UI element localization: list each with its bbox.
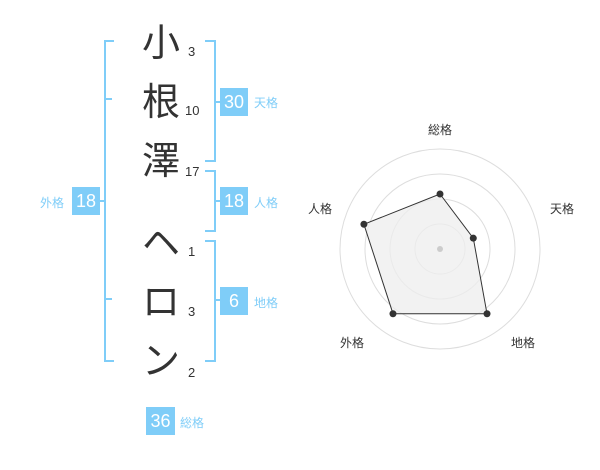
chikaku-bracket <box>205 240 216 362</box>
stroke-count-3: 17 <box>185 164 200 179</box>
radar-grid-ring <box>364 173 516 325</box>
stroke-count-1: 3 <box>188 44 196 59</box>
tenkaku-connector <box>215 101 221 103</box>
gaikaku-connector <box>98 200 105 202</box>
jinkaku-connector <box>215 200 221 202</box>
radar-series-polygon <box>363 193 488 315</box>
name-char-3: 澤 <box>141 139 180 183</box>
name-char-1: 小 <box>141 21 180 65</box>
radar-point-3 <box>483 310 491 318</box>
gaikaku-value: 18 <box>72 187 100 215</box>
radar-axis-label-chikaku: 地格 <box>511 336 536 350</box>
chikaku-connector <box>215 299 221 301</box>
radar-point-4 <box>389 310 397 318</box>
gaikaku-bracket <box>104 40 114 362</box>
name-char-4: ヘ <box>141 221 180 265</box>
tenkaku-value: 30 <box>220 88 248 116</box>
tenkaku-label: 天格 <box>254 96 279 110</box>
gaikaku-label: 外格 <box>40 196 65 210</box>
jinkaku-label: 人格 <box>254 196 279 210</box>
radar-point-5 <box>360 220 368 228</box>
soukaku-label: 総格 <box>180 416 205 430</box>
radar-axis-label-gaikaku: 外格 <box>340 336 365 350</box>
chikaku-value: 6 <box>220 287 248 315</box>
gaikaku-tick-top <box>104 98 112 100</box>
name-char-2: 根 <box>141 80 180 124</box>
stroke-count-4: 1 <box>188 244 196 259</box>
stroke-count-5: 3 <box>188 304 196 319</box>
radar-axis-label-jinkaku: 人格 <box>308 202 333 216</box>
radar-point-1 <box>436 190 444 198</box>
jinkaku-value: 18 <box>220 187 248 215</box>
radar-axis-label-tenkaku: 天格 <box>550 202 575 216</box>
radar-point-2 <box>469 234 477 242</box>
name-char-5: ロ <box>141 280 180 324</box>
stroke-count-2: 10 <box>185 103 200 118</box>
radar-axis-label-soukaku: 総格 <box>428 123 453 137</box>
name-char-6: ン <box>141 339 180 383</box>
gaikaku-tick-bottom <box>104 298 112 300</box>
radar-center-dot <box>437 246 443 252</box>
radar-grid-ring <box>339 148 541 350</box>
stroke-count-6: 2 <box>188 365 196 380</box>
chikaku-label: 地格 <box>254 296 279 310</box>
soukaku-value: 36 <box>146 407 175 435</box>
